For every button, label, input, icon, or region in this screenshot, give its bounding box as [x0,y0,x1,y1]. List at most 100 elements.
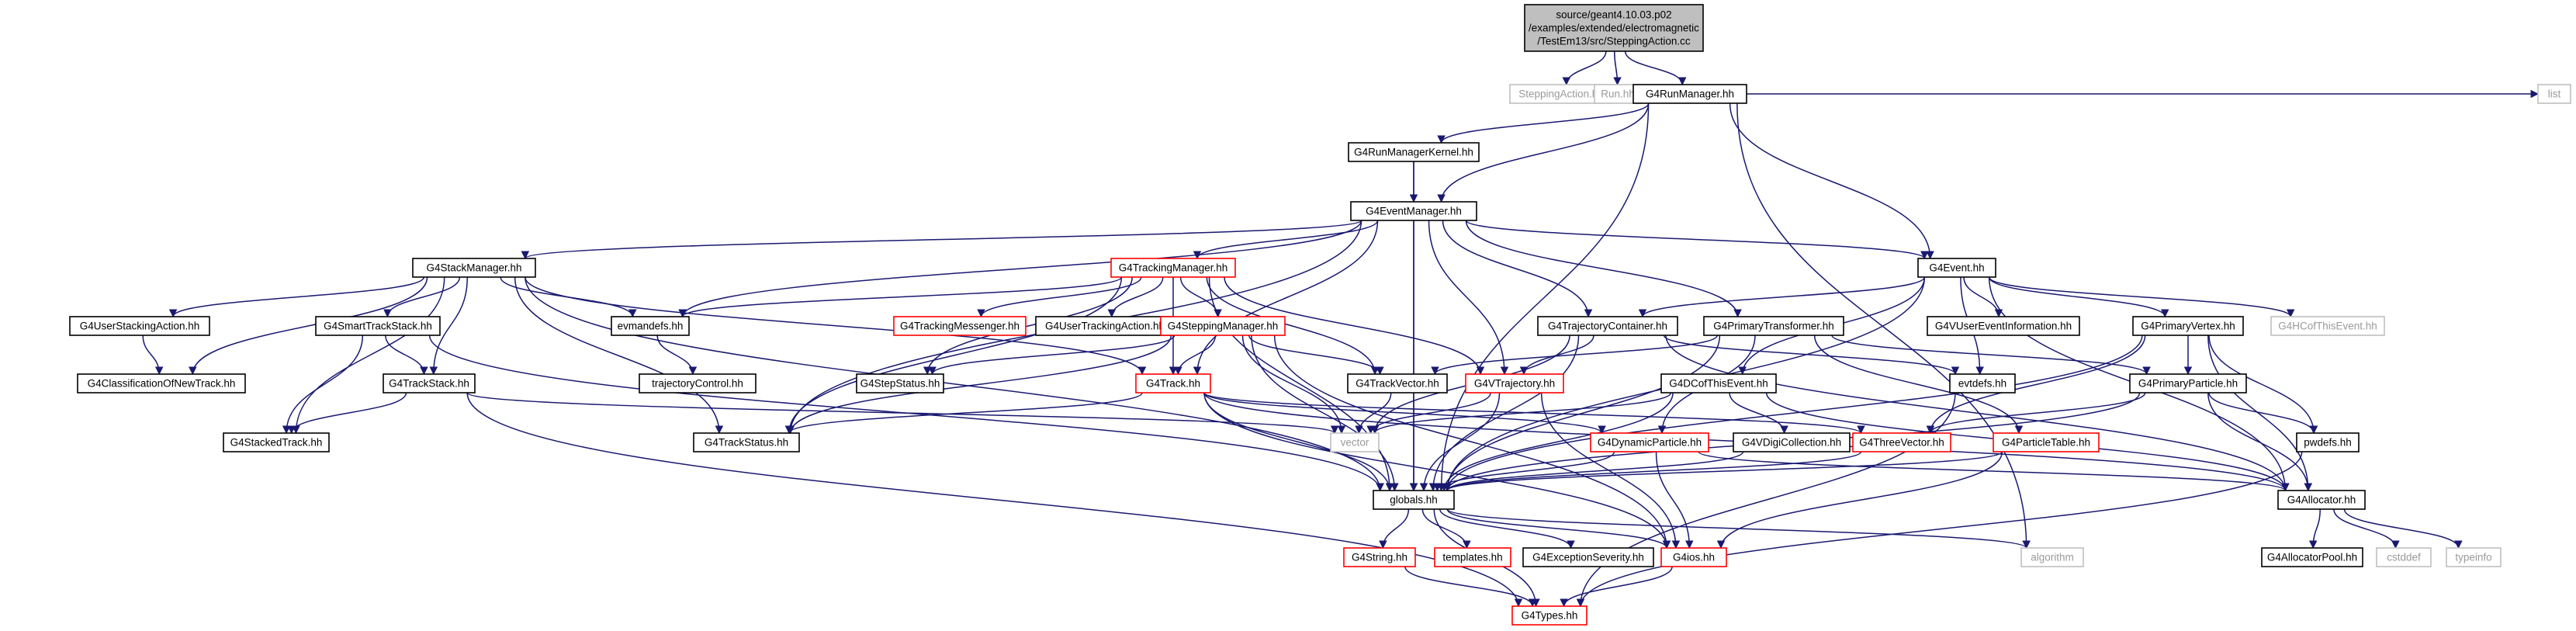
edge-allocator-to-cstddef [2333,508,2400,550]
node-box [2376,547,2432,567]
node-primarytransformer[interactable]: G4PrimaryTransformer.hh [1703,316,1844,336]
node-label: G4PrimaryTransformer.hh [1713,321,1834,332]
edge-eventmanager-to-trackingmanager [1193,220,1379,260]
node-label: G4ThreeVector.hh [1859,437,1944,449]
node-classificationofnewtrack[interactable]: G4ClassificationOfNewTrack.hh [77,373,246,394]
node-runmanagerkernel[interactable]: G4RunManagerKernel.hh [1348,142,1480,162]
node-trackingmessenger[interactable]: G4TrackingMessenger.hh [893,316,1027,336]
edge-pwdefs-to-types [1576,451,2303,608]
node-list[interactable]: list [2537,84,2571,104]
node-stackedtrack[interactable]: G4StackedTrack.hh [223,432,330,452]
node-dynamicparticle[interactable]: G4DynamicParticle.hh [1590,432,1709,452]
node-label: G4VDigiCollection.hh [1742,437,1841,449]
node-steppingmanager[interactable]: G4SteppingManager.hh [1160,316,1286,336]
node-trackstatus[interactable]: G4TrackStatus.hh [693,432,800,452]
node-allocator[interactable]: G4Allocator.hh [2277,490,2366,510]
edge-trackingmanager-to-usertrackingaction [1107,276,1164,318]
node-primaryvertex[interactable]: G4PrimaryVertex.hh [2132,316,2244,336]
node-eventmanager[interactable]: G4EventManager.hh [1350,201,1477,221]
node-box [1949,373,2016,394]
edge-root-to-steppingaction [1562,50,1607,86]
node-box [856,373,944,394]
edge-event-to-primaryvertex [1988,276,2169,318]
node-trajectorycontrol[interactable]: trajectoryControl.hh [639,373,757,394]
edge-eventmanager-to-vtrajectory [1428,220,1509,376]
node-label: G4UserStackingAction.hh [80,321,200,332]
node-vector[interactable]: vector [1330,432,1380,452]
node-usertrackingaction[interactable]: G4UserTrackingAction.hh [1035,316,1175,336]
node-stepstatus[interactable]: G4StepStatus.hh [856,373,944,394]
node-box [639,373,757,394]
edge-primaryparticle-to-allocator [2207,392,2313,492]
edge-primaryvertex-to-globals [1443,335,2143,492]
node-label: vector [1341,437,1369,449]
node-primaryparticle[interactable]: G4PrimaryParticle.hh [2129,373,2247,394]
node-algorithm[interactable]: algorithm [2020,547,2084,567]
node-label: G4StepStatus.hh [860,378,940,390]
edge-stackmanager-to-globals [525,276,1384,492]
node-box [1135,373,1211,394]
node-label: list [2548,88,2561,100]
node-templates[interactable]: templates.hh [1434,547,1511,567]
edge-trajectorycontainer-to-vtrajectory [1519,335,1594,376]
edge-trajectorycontainer-to-globals [1428,335,1580,492]
node-threevector[interactable]: G4ThreeVector.hh [1852,432,1951,452]
node-vdigicollection[interactable]: G4VDigiCollection.hh [1733,432,1851,452]
edge-runmanager-to-algorithm [1736,102,2031,550]
node-box [611,316,690,336]
node-label: typeinfo [2455,552,2491,563]
edge-trajectorycontainer-to-allocator [1665,335,2290,492]
node-smarttrackstack[interactable]: G4SmartTrackStack.hh [315,316,441,336]
node-box [693,432,800,452]
edge-trackingmanager-to-steppingmanager [1179,276,1222,318]
node-trajectorycontainer[interactable]: G4TrajectoryContainer.hh [1537,316,1678,336]
node-vusereventinformation[interactable]: G4VUserEventInformation.hh [1927,316,2080,336]
node-box [1373,490,1455,510]
node-hcofthisevent[interactable]: G4HCofThisEvent.hh [2270,316,2385,336]
node-particletable[interactable]: G4ParticleTable.hh [1993,432,2100,452]
node-trackingmanager[interactable]: G4TrackingManager.hh [1110,258,1236,278]
node-box [77,373,246,394]
node-stackmanager[interactable]: G4StackManager.hh [412,258,536,278]
node-label: G4RunManagerKernel.hh [1354,147,1473,158]
node-label: G4TrackStatus.hh [705,437,788,449]
node-box [893,316,1027,336]
node-string[interactable]: G4String.hh [1343,547,1416,567]
node-box [2261,547,2363,567]
node-root[interactable]: source/geant4.10.03.p02/examples/extende… [1524,4,1704,52]
node-runmanager[interactable]: G4RunManager.hh [1633,84,1747,104]
node-trackstack[interactable]: G4TrackStack.hh [383,373,476,394]
node-allocatorpool[interactable]: G4AllocatorPool.hh [2261,547,2363,567]
node-globals[interactable]: globals.hh [1373,490,1455,510]
edge-trajectorycontainer-to-evtdefs [1663,335,1960,376]
node-label: G4AllocatorPool.hh [2267,552,2357,563]
node-box [1633,84,1747,104]
edge-primaryvertex-to-allocator [2207,335,2313,492]
node-ios[interactable]: G4ios.hh [1660,547,1727,567]
node-types[interactable]: G4Types.hh [1511,605,1587,626]
node-label: G4PrimaryVertex.hh [2141,321,2235,332]
node-layer: source/geant4.10.03.p02/examples/extende… [69,4,2571,626]
node-track[interactable]: G4Track.hh [1135,373,1211,394]
node-cstddef[interactable]: cstddef [2376,547,2432,567]
node-dcofthisevent[interactable]: G4DCofThisEvent.hh [1660,373,1777,394]
edge-vtrajectory-to-globals [1419,392,1501,492]
node-trackvector[interactable]: G4TrackVector.hh [1347,373,1448,394]
edge-steppingmanager-to-ios [1273,335,1671,550]
node-evmandefs[interactable]: evmandefs.hh [611,316,690,336]
node-evtdefs[interactable]: evtdefs.hh [1949,373,2016,394]
node-exceptionseverity[interactable]: G4ExceptionSeverity.hh [1522,547,1654,567]
node-vtrajectory[interactable]: G4VTrajectory.hh [1465,373,1564,394]
node-typeinfo[interactable]: typeinfo [2446,547,2502,567]
node-userstackingaction[interactable]: G4UserStackingAction.hh [69,316,210,336]
edge-primarytransformer-to-primaryparticle [1831,335,2151,376]
edge-trackvector-to-vector [1355,392,1392,435]
node-event[interactable]: G4Event.hh [1917,258,1996,278]
node-label: G4TrajectoryContainer.hh [1548,321,1667,332]
node-label: G4TrackingManager.hh [1119,262,1228,274]
node-pwdefs[interactable]: pwdefs.hh [2296,432,2360,452]
node-label: G4RunManager.hh [1646,88,1734,100]
edge-globals-to-exceptionseverity [1439,508,1575,550]
edge-evtdefs-to-types [1576,392,1956,608]
